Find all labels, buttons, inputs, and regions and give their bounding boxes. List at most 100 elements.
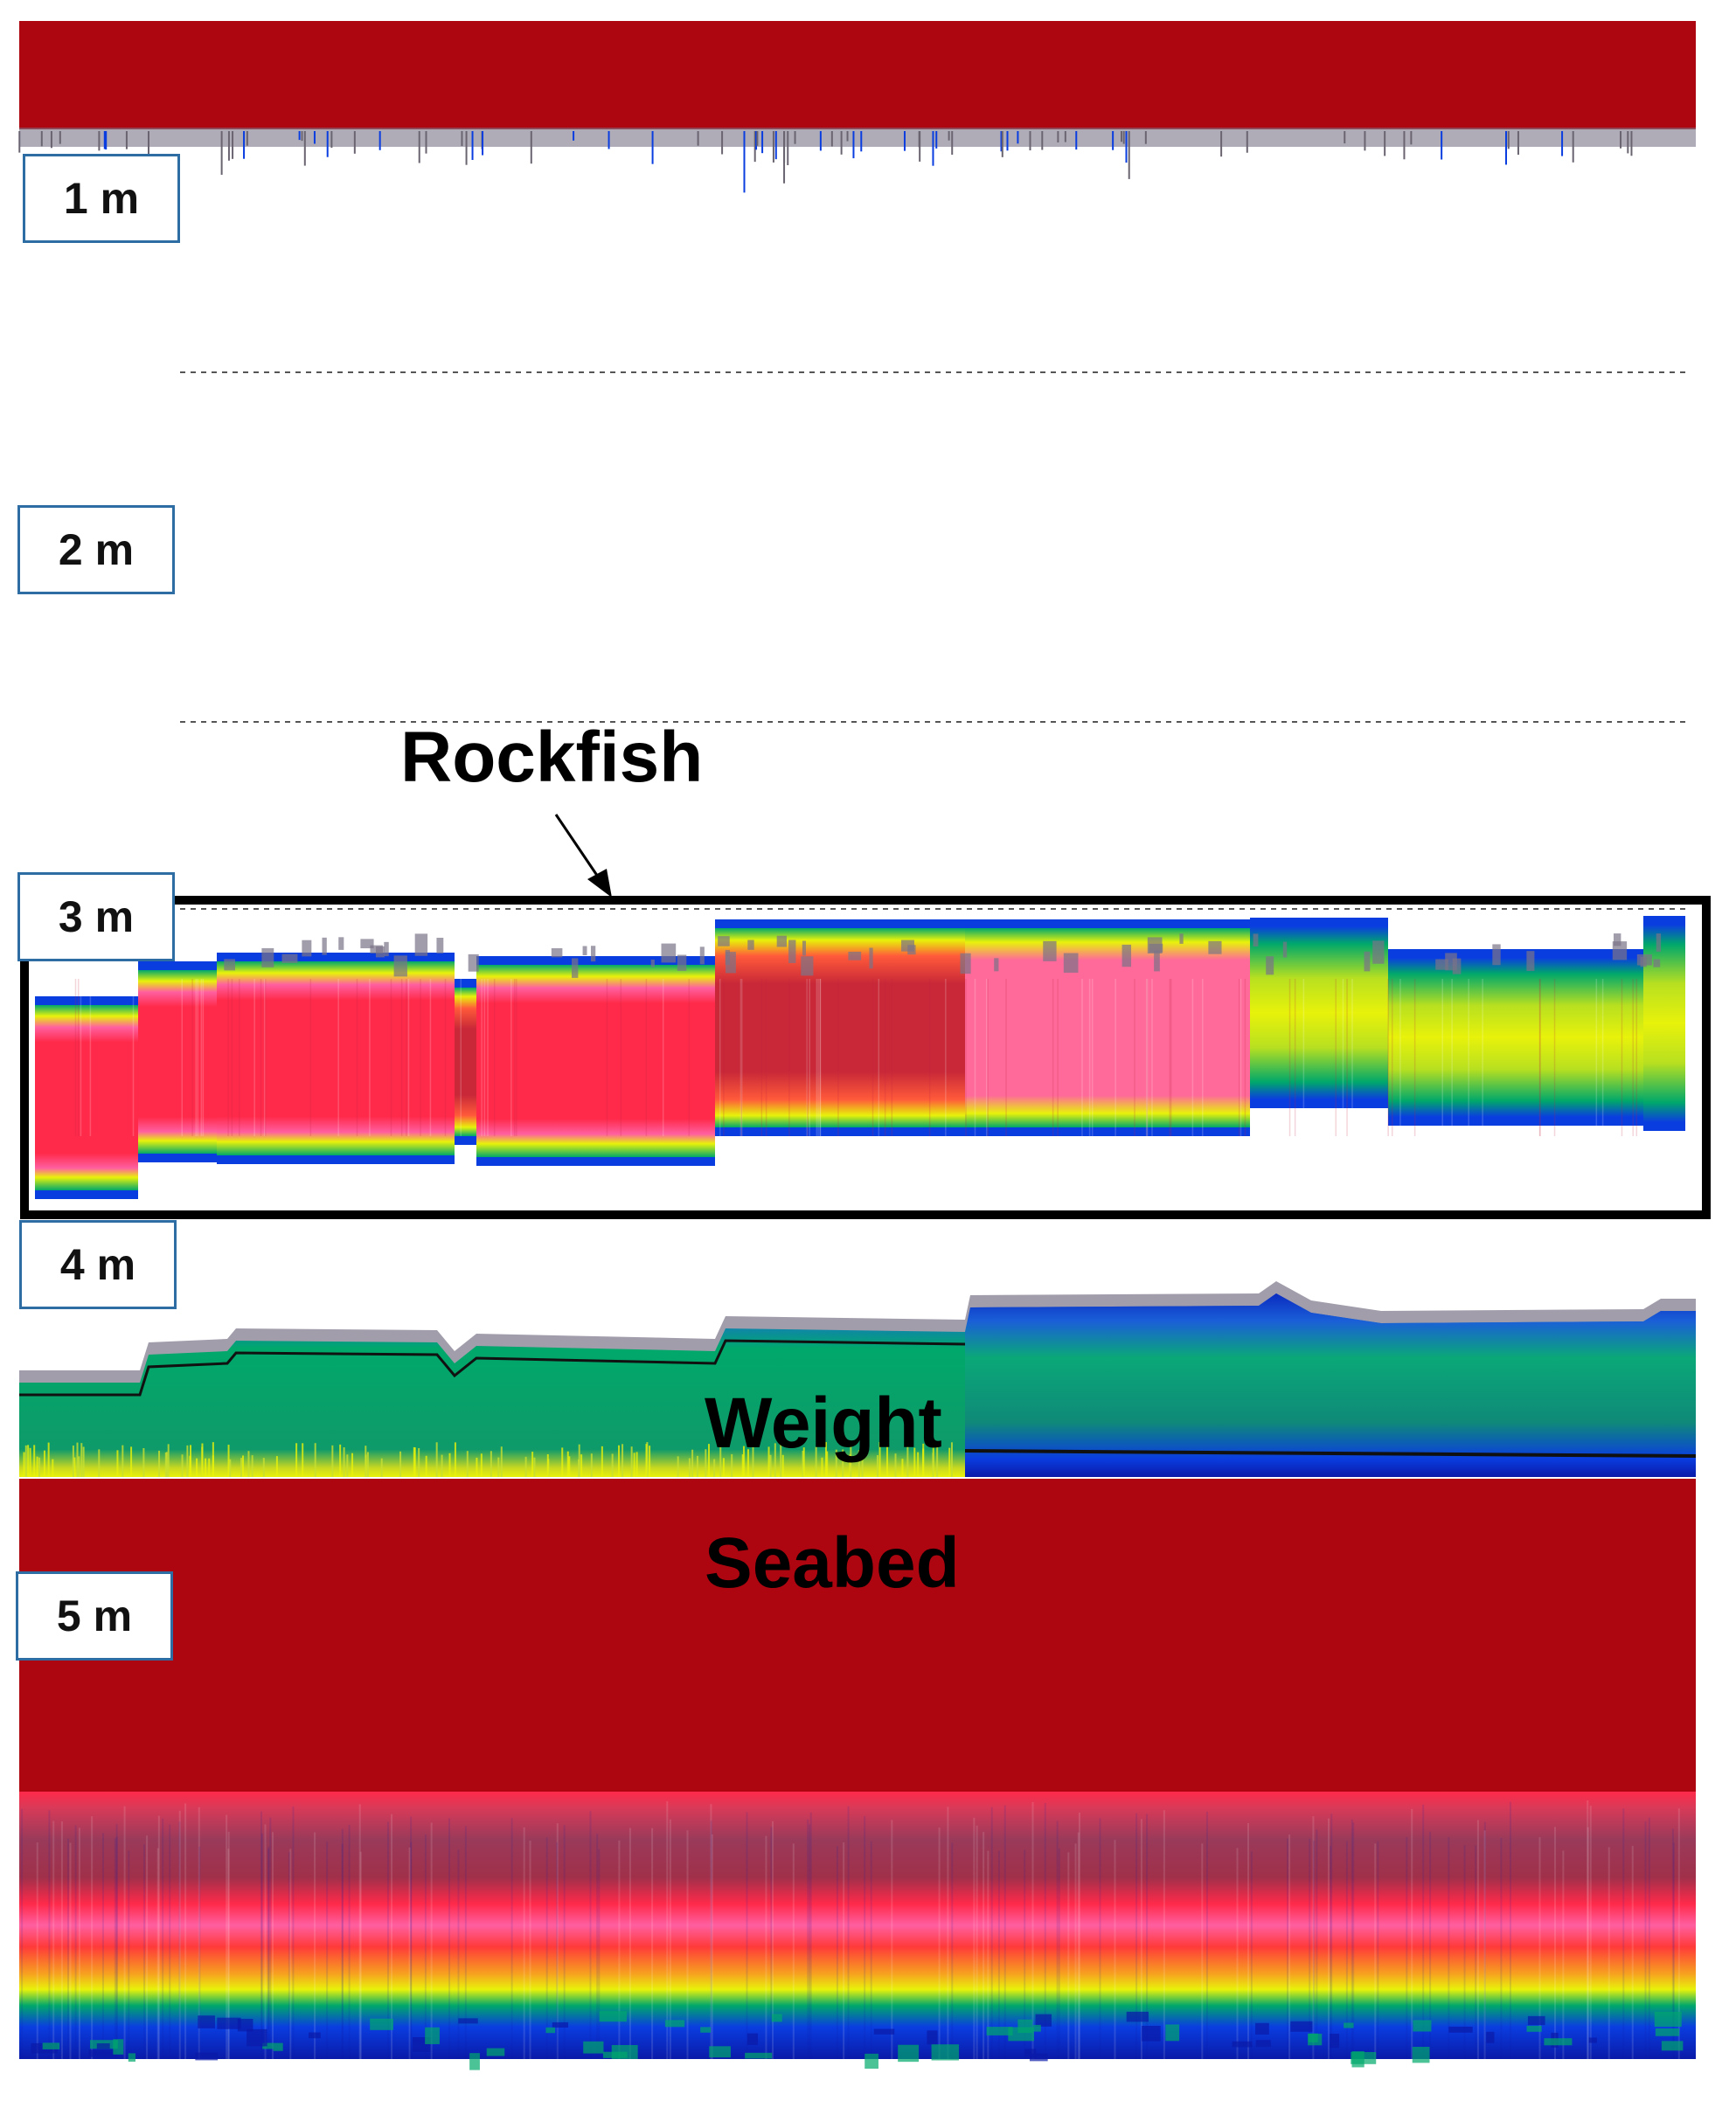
subbottom-speckle: [195, 2052, 219, 2061]
rockfish-noise: [302, 940, 312, 957]
rockfish-noise: [747, 940, 754, 950]
rockfish-highlight-box: [20, 896, 1711, 1219]
rockfish-noise: [436, 938, 444, 953]
subbottom-speckle: [1412, 2046, 1430, 2063]
subbottom-speckle: [1035, 2014, 1052, 2027]
weight-band-right: [965, 1293, 1696, 1477]
echo-texture: [18, 131, 1684, 2070]
rockfish-noise: [1266, 956, 1274, 975]
rockfish-noise: [1063, 953, 1079, 973]
subbottom-speckle: [664, 2020, 685, 2028]
rockfish-noise: [551, 947, 563, 958]
rockfish-noise: [801, 956, 814, 976]
subbottom-speckle: [262, 2042, 274, 2049]
subbottom-speckle: [1255, 2040, 1271, 2048]
subbottom-speckle: [1232, 2041, 1253, 2048]
rockfish-noise: [1364, 951, 1371, 972]
rockfish-segment: [476, 965, 715, 1157]
rockfish-noise: [261, 947, 274, 967]
rockfish-noise: [1372, 940, 1385, 964]
subbottom-speckle: [545, 2027, 556, 2034]
rockfish-noise: [960, 953, 971, 974]
subbottom-speckle: [746, 2033, 759, 2045]
rockfish-noise: [338, 937, 344, 950]
subbottom-speckle: [1413, 2020, 1432, 2032]
rockfish-noise: [1121, 944, 1132, 967]
subbottom-speckle: [1008, 2027, 1034, 2042]
rockfish-segment: [138, 970, 217, 1154]
rockfish-noise: [1613, 933, 1621, 946]
subbottom-speckle: [771, 2014, 782, 2022]
subbottom-speckle: [1032, 2024, 1041, 2032]
depth-tick-label-3m: 3 m: [17, 872, 175, 961]
subbottom-speckle: [308, 2032, 321, 2039]
subbottom-speckle: [88, 2049, 117, 2057]
subbottom-speckle: [745, 2052, 773, 2059]
subbottom-speckle: [1330, 2034, 1340, 2049]
rockfish-noise: [572, 958, 579, 978]
subbottom-speckle: [1126, 2011, 1149, 2022]
rockfish-noise: [1640, 956, 1647, 967]
rockfish-noise: [414, 933, 428, 956]
rockfish-segment: [1643, 925, 1685, 1122]
subbottom-speckle: [583, 2041, 604, 2054]
depth-tick-label-2m: 2 m: [17, 505, 175, 594]
subbottom-speckle: [1654, 2011, 1682, 2028]
subbottom-speckle: [1448, 2026, 1473, 2033]
rockfish-noise: [1043, 940, 1057, 961]
rockfish-segment: [965, 928, 1250, 1127]
rockfish-noise: [994, 958, 999, 972]
rockfish-label: Rockfish: [400, 718, 704, 797]
rockfish-noise: [1492, 944, 1501, 966]
subbottom-speckle: [469, 2053, 480, 2070]
rockfish-noise: [1154, 950, 1160, 972]
weight-echo-line: [19, 1339, 966, 1397]
rockfish-noise: [224, 959, 235, 971]
subbottom-speckle: [425, 2027, 440, 2044]
rockfish-noise: [1253, 933, 1259, 946]
subbottom-speckle: [1544, 2038, 1573, 2046]
subbottom-speckle: [217, 2017, 241, 2029]
rockfish-arrow-head: [587, 869, 612, 898]
subbottom-speckle: [873, 2028, 895, 2035]
rockfish-noise: [360, 939, 374, 949]
rockfish-noise: [393, 955, 407, 977]
rockfish-noise: [468, 953, 479, 972]
rockfish-noise: [1452, 958, 1462, 974]
subbottom-speckle: [709, 2046, 731, 2058]
subbottom-speckle: [898, 2044, 920, 2063]
rockfish-noise: [1653, 959, 1661, 967]
subbottom-speckle: [602, 2051, 628, 2058]
rockfish-noise: [384, 941, 389, 957]
rockfish-arrow: [554, 814, 605, 885]
depth-tick-label-4m: 4 m: [19, 1220, 177, 1309]
subbottom-speckle: [113, 2039, 124, 2055]
rockfish-segment: [1388, 958, 1643, 1117]
rockfish-noise: [1179, 933, 1184, 944]
rockfish-segment: [35, 1005, 138, 1190]
subbottom-speckle: [1255, 2022, 1269, 2035]
subbottom-speckle: [599, 2011, 627, 2022]
subbottom-speckle: [931, 2044, 959, 2061]
subbottom-speckle: [1351, 2051, 1377, 2064]
rockfish-noise: [1526, 951, 1535, 971]
rockfish-noise: [726, 952, 736, 974]
rockfish-noise: [322, 937, 327, 955]
rockfish-segment: [455, 988, 476, 1136]
subbottom-speckle: [552, 2021, 569, 2028]
rockfish-noise: [650, 959, 655, 967]
rockfish-noise: [776, 935, 787, 947]
surface-band: [19, 21, 1696, 129]
subbottom-speckle: [927, 2030, 938, 2045]
subbottom-band: [19, 1792, 1696, 2059]
rockfish-segment: [715, 928, 965, 1127]
subbottom-speckle: [1661, 2041, 1684, 2051]
rockfish-noise: [370, 945, 384, 953]
subbottom-speckle: [1588, 2037, 1597, 2043]
rockfish-noise: [677, 954, 687, 971]
rockfish-noise: [802, 940, 806, 956]
rockfish-noise: [1612, 941, 1628, 960]
subbottom-speckle: [458, 2018, 478, 2024]
subbottom-speckle: [486, 2048, 505, 2056]
